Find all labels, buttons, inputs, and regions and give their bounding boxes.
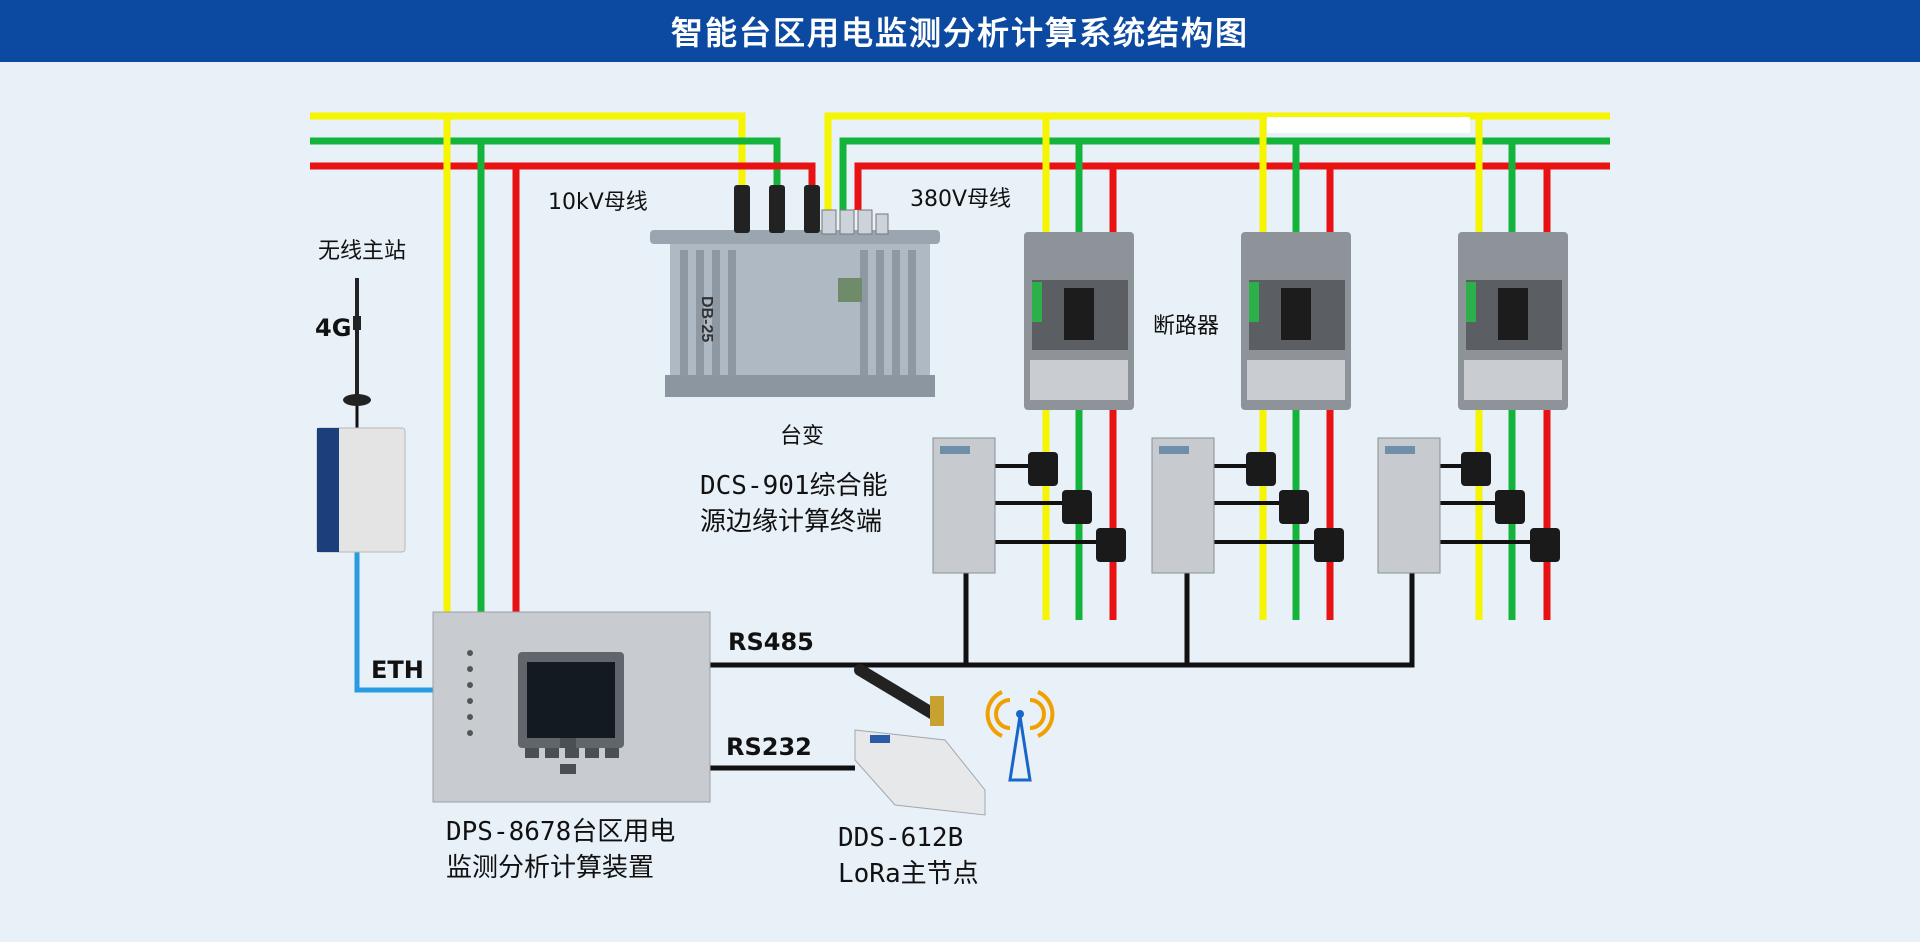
dds-label-line1: DDS-612B bbox=[838, 823, 964, 853]
page-title: 智能台区用电监测分析计算系统结构图 bbox=[670, 14, 1249, 52]
bus-10kv-phase-b bbox=[310, 137, 781, 185]
wireless-signal-icon bbox=[985, 690, 1055, 782]
dps-label-line1: DPS-8678台区用电 bbox=[446, 817, 676, 847]
bus-380v-label: 380V母线 bbox=[910, 187, 1012, 212]
breaker-3 bbox=[1458, 232, 1568, 410]
dcs-terminal-3 bbox=[1377, 437, 1441, 574]
breaker-2 bbox=[1241, 232, 1351, 410]
bus-10kv-phase-a bbox=[310, 112, 746, 185]
dps-device bbox=[432, 611, 711, 803]
breaker-1 bbox=[1024, 232, 1134, 410]
dcs-label-line1: DCS-901综合能 bbox=[700, 471, 888, 501]
breaker-label: 断路器 bbox=[1153, 314, 1220, 339]
dds-label: DDS-612B LoRa主节点 bbox=[838, 820, 979, 892]
bus-380v-phase-c bbox=[854, 162, 1610, 210]
dcs-label-line2: 源边缘计算终端 bbox=[700, 507, 883, 537]
eth-label: ETH bbox=[371, 656, 424, 684]
network-4g-label: 4G bbox=[315, 314, 352, 342]
transformer: DB-25 bbox=[650, 185, 940, 397]
title-bar: 智能台区用电监测分析计算系统结构图 bbox=[0, 0, 1920, 62]
transformer-label: 台变 bbox=[780, 424, 825, 449]
dds-device bbox=[854, 664, 986, 816]
bus-380v-phase-b bbox=[839, 137, 1610, 210]
bus-10kv-label: 10kV母线 bbox=[548, 190, 648, 215]
dcs-label: DCS-901综合能 源边缘计算终端 bbox=[700, 468, 888, 540]
antenna-icon bbox=[343, 278, 371, 406]
breaker-feeders bbox=[1042, 116, 1551, 620]
rs485-label: RS485 bbox=[728, 628, 814, 656]
wireless-station-label: 无线主站 bbox=[318, 239, 407, 264]
rs232-label: RS232 bbox=[726, 733, 812, 761]
eth-line bbox=[354, 552, 433, 693]
wireless-gateway bbox=[316, 427, 406, 553]
bus-380v-lines bbox=[824, 112, 1610, 210]
dcs-terminal-2 bbox=[1151, 437, 1215, 574]
system-diagram: DB-25 bbox=[310, 112, 1610, 816]
rs485-bus bbox=[710, 572, 1415, 668]
ct-wiring bbox=[994, 464, 1532, 544]
dps-label-line2: 监测分析计算装置 bbox=[446, 853, 655, 883]
bus-380v-phase-a bbox=[824, 112, 1610, 210]
dds-label-line2: LoRa主节点 bbox=[838, 859, 979, 889]
dps-label: DPS-8678台区用电 监测分析计算装置 bbox=[446, 814, 675, 886]
dcs-terminal-1 bbox=[932, 437, 996, 574]
current-sensors bbox=[1028, 452, 1560, 562]
transformer-code: DB-25 bbox=[698, 296, 715, 342]
bus-10kv-phase-c bbox=[310, 162, 816, 185]
bus-10kv-lines bbox=[310, 112, 816, 612]
